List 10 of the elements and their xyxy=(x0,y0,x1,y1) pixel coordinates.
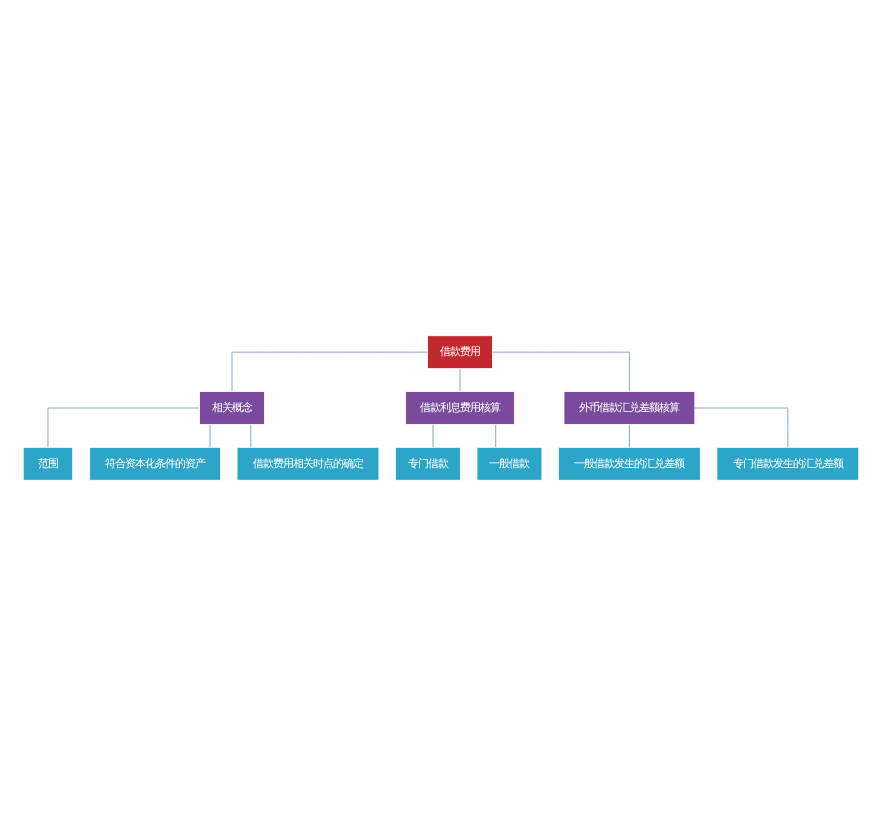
connector xyxy=(432,423,434,447)
connector xyxy=(628,423,630,447)
connector xyxy=(495,423,497,447)
connector xyxy=(47,406,200,447)
connector xyxy=(492,350,630,391)
connector xyxy=(231,350,428,391)
connector xyxy=(694,406,789,447)
connector xyxy=(459,367,461,391)
connector xyxy=(250,423,252,447)
connector xyxy=(209,423,211,447)
